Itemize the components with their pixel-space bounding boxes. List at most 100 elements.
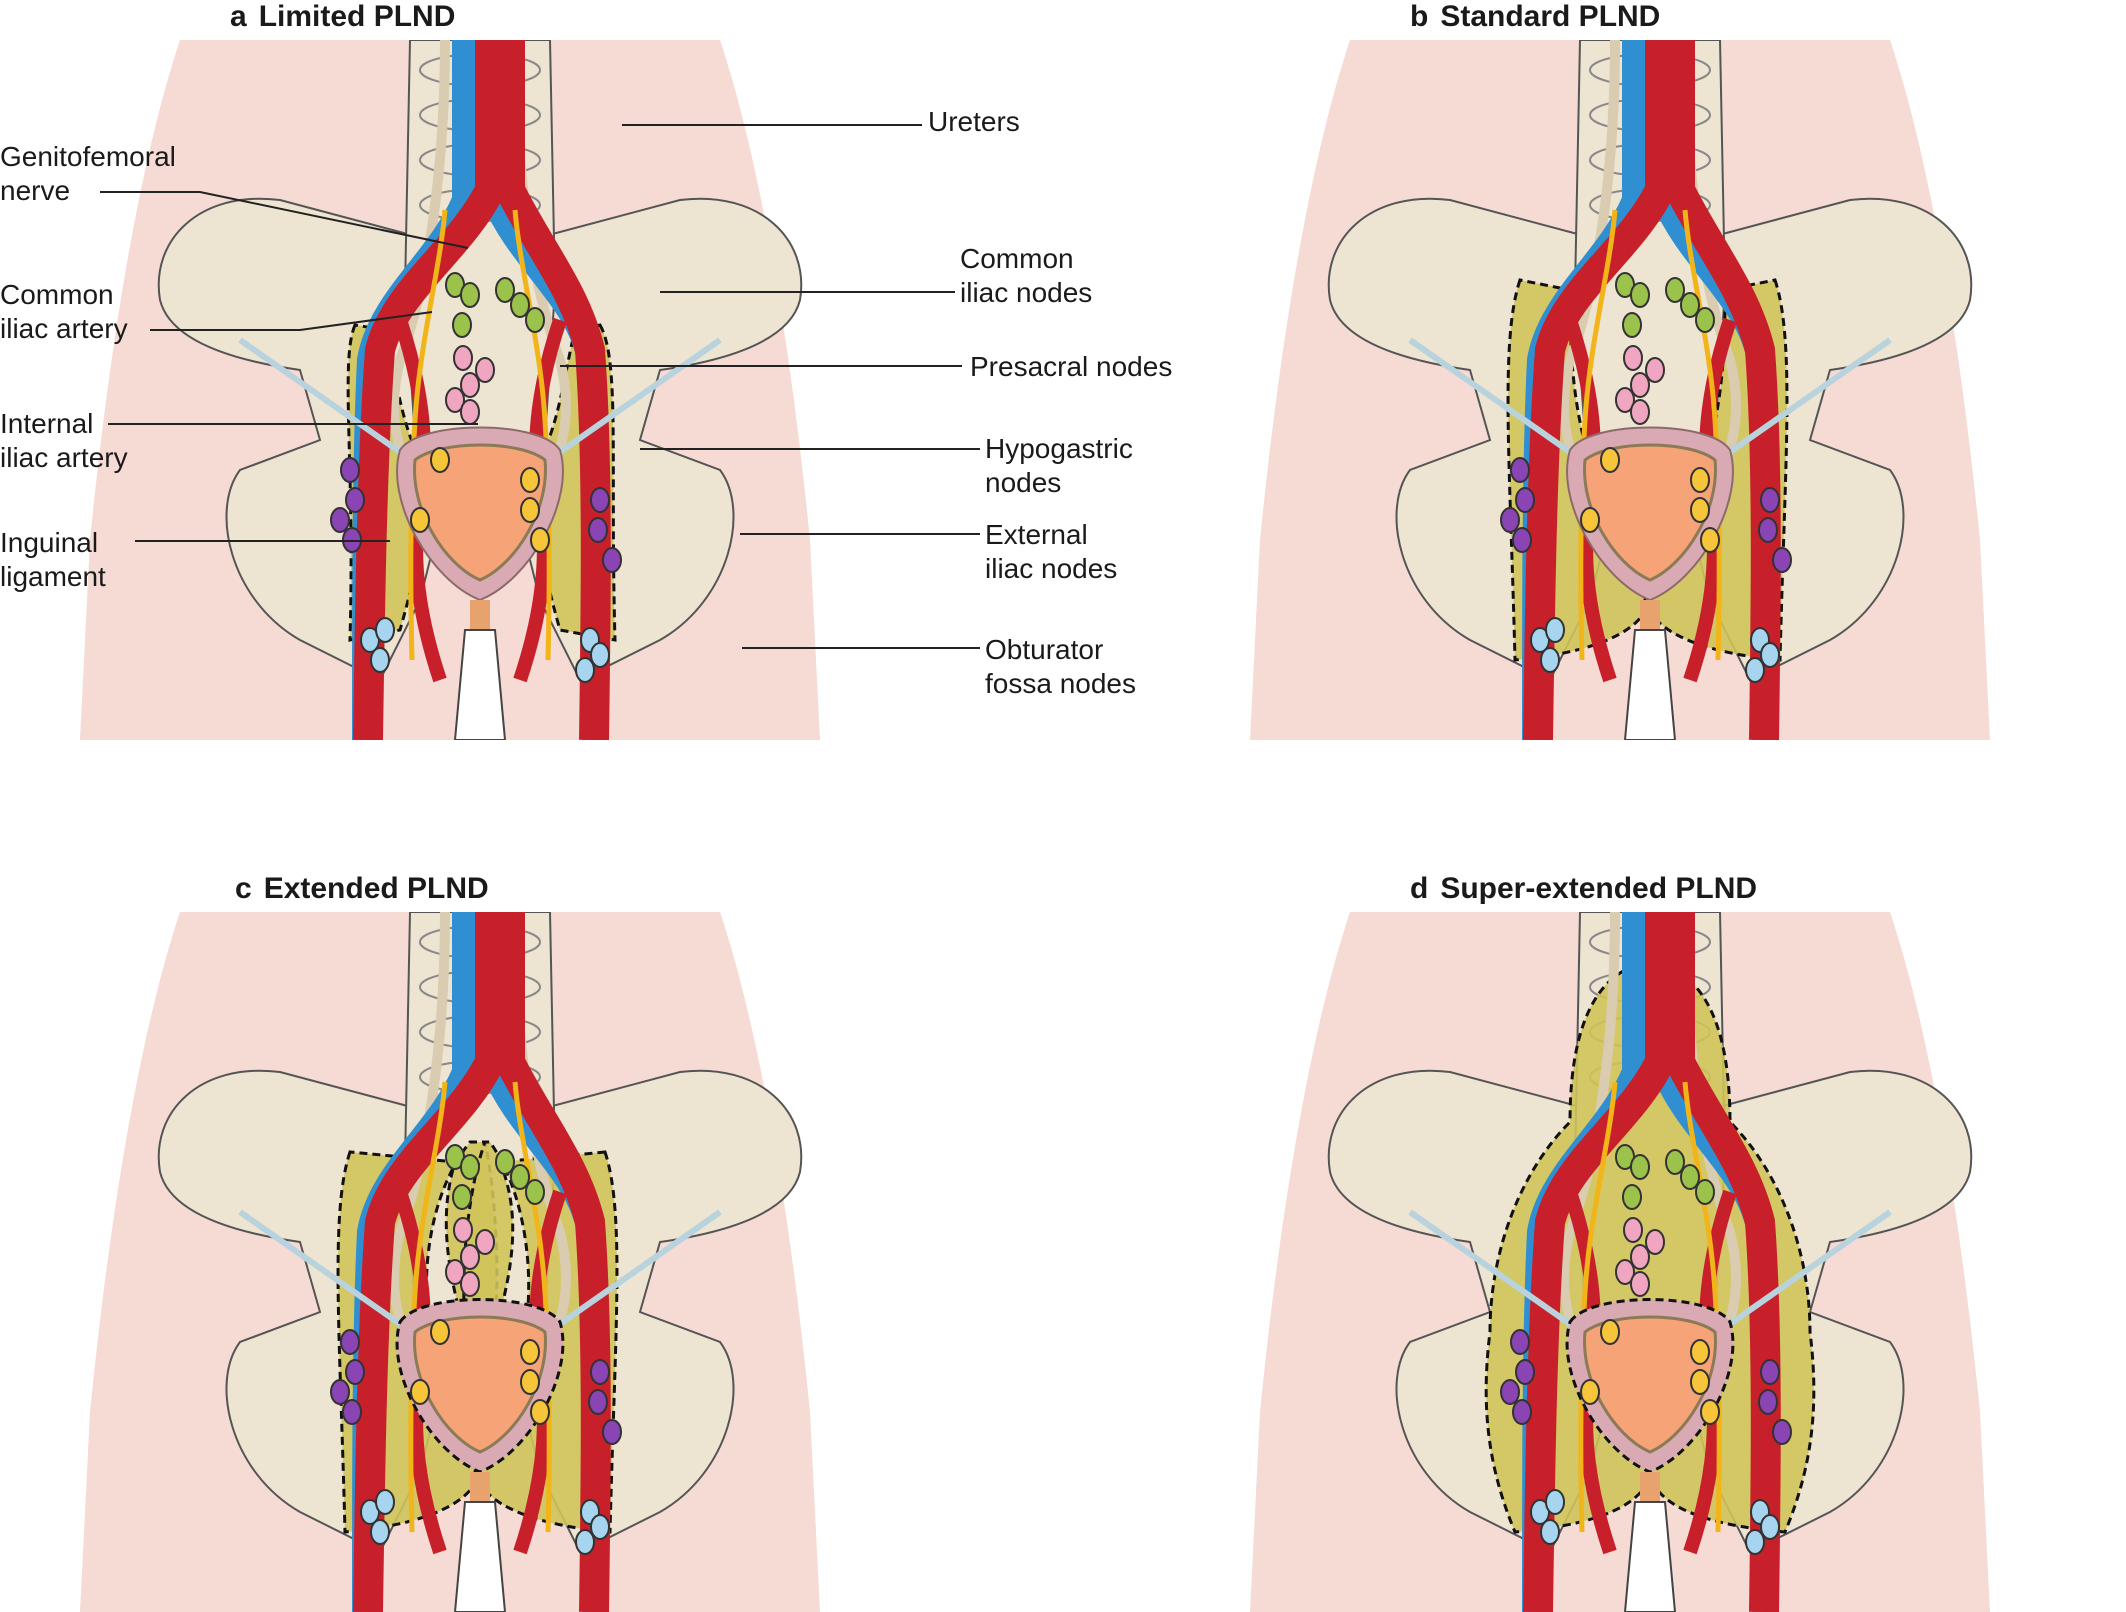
common-iliac-node <box>1622 1184 1642 1210</box>
common-iliac-node <box>1680 292 1700 318</box>
label-common-iliac-artery: Common iliac artery <box>0 279 128 344</box>
urethra <box>1640 1472 1660 1502</box>
external-iliac-node <box>345 1359 365 1385</box>
label-internal-iliac-artery: Internal iliac artery <box>0 408 128 473</box>
hypogastric-node <box>430 447 450 473</box>
external-iliac-node <box>1758 1389 1778 1415</box>
hypogastric-node <box>520 497 540 523</box>
hypogastric-node <box>430 1319 450 1345</box>
obturator-fossa-node <box>1760 1514 1780 1540</box>
hypogastric-node <box>1690 1369 1710 1395</box>
presacral-node <box>445 1259 465 1285</box>
obturator-fossa-node <box>1545 617 1565 643</box>
hypogastric-node <box>1690 1339 1710 1365</box>
pelvis-diagram <box>1250 40 1990 740</box>
left-genitofemoral-nerve <box>408 209 448 661</box>
presacral-node <box>1615 1259 1635 1285</box>
hypogastric-node <box>1700 1399 1720 1425</box>
presacral-node <box>460 372 480 398</box>
right-iliac-artery <box>1665 40 1781 740</box>
obturator-fossa-node <box>575 1529 595 1555</box>
presacral-node <box>1623 345 1643 371</box>
common-iliac-node <box>452 1184 472 1210</box>
label-inguinal-ligament: Inguinal ligament <box>0 527 106 592</box>
panel-letter: a <box>230 0 247 33</box>
hypogastric-node <box>410 507 430 533</box>
catheter <box>453 629 507 740</box>
external-iliac-node <box>1515 1359 1535 1385</box>
left-iliac-artery <box>1523 40 1675 740</box>
label-common-iliac-nodes: Common iliac nodes <box>960 243 1093 308</box>
external-iliac-node <box>342 1399 362 1425</box>
panel-title: b Standard PLND <box>1410 0 2126 34</box>
right-iliac-artery <box>495 912 611 1612</box>
common-iliac-node <box>525 307 545 333</box>
left-iliac-artery <box>353 912 505 1612</box>
right-genitofemoral-nerve <box>512 209 552 661</box>
obturator-fossa-node <box>375 617 395 643</box>
external-iliac-node <box>1510 1329 1530 1355</box>
hypogastric-node <box>520 1369 540 1395</box>
external-iliac-node <box>588 1389 608 1415</box>
panel-title-text: Super-extended PLND <box>1440 872 1758 905</box>
left-genitofemoral-nerve <box>408 1081 448 1533</box>
bladder-lumen <box>413 1315 547 1454</box>
external-iliac-node <box>340 1329 360 1355</box>
external-iliac-node <box>1510 457 1530 483</box>
label-genitofemoral-nerve: Genitofemoral nerve <box>0 141 176 206</box>
label-external-iliac-nodes: External iliac nodes <box>985 519 1118 584</box>
obturator-fossa-node <box>1745 1529 1765 1555</box>
common-iliac-node <box>1680 1164 1700 1190</box>
urethra <box>470 1472 490 1502</box>
hypogastric-node <box>1690 467 1710 493</box>
right-iliac-artery <box>495 40 611 740</box>
external-iliac-node <box>1758 517 1778 543</box>
bladder-lumen <box>1583 443 1717 582</box>
leader-common-iliac-artery <box>150 311 433 331</box>
presacral-node <box>453 345 473 371</box>
bladder-lumen <box>1583 1315 1717 1454</box>
common-iliac-node <box>1695 307 1715 333</box>
panel-title-text: Standard PLND <box>1440 0 1661 33</box>
obturator-fossa-node <box>370 1519 390 1545</box>
external-iliac-node <box>345 487 365 513</box>
hypogastric-node <box>1580 1379 1600 1405</box>
external-iliac-node <box>1760 1359 1780 1385</box>
presacral-node <box>460 1271 480 1297</box>
external-iliac-node <box>588 517 608 543</box>
common-iliac-node <box>1665 1149 1685 1175</box>
panel-letter: b <box>1410 0 1429 33</box>
hypogastric-node <box>1600 1319 1620 1345</box>
external-iliac-node <box>590 487 610 513</box>
label-obturator-fossa-nodes: Obturator fossa nodes <box>985 634 1136 699</box>
label-ureters: Ureters <box>928 106 1020 137</box>
pelvis-diagram <box>1250 912 1990 1612</box>
external-iliac-node <box>330 507 350 533</box>
panel-standard-plnd: b Standard PLND <box>1170 0 2070 740</box>
hypogastric-node <box>1600 447 1620 473</box>
common-iliac-node <box>495 1149 515 1175</box>
obturator-fossa-node <box>590 642 610 668</box>
obturator-fossa-node <box>1745 657 1765 683</box>
common-iliac-node <box>495 277 515 303</box>
bladder-lumen <box>413 443 547 582</box>
external-iliac-node <box>340 457 360 483</box>
presacral-node <box>453 1217 473 1243</box>
obturator-fossa-node <box>1540 1519 1560 1545</box>
left-genitofemoral-nerve <box>1578 209 1618 661</box>
common-iliac-node <box>1665 277 1685 303</box>
obturator-fossa-node <box>1760 642 1780 668</box>
hypogastric-node <box>410 1379 430 1405</box>
label-hypogastric-nodes: Hypogastric nodes <box>985 433 1133 498</box>
presacral-node <box>1615 387 1635 413</box>
common-iliac-node <box>525 1179 545 1205</box>
presacral-node <box>1645 1229 1665 1255</box>
common-iliac-node <box>1630 282 1650 308</box>
external-iliac-node <box>1760 487 1780 513</box>
